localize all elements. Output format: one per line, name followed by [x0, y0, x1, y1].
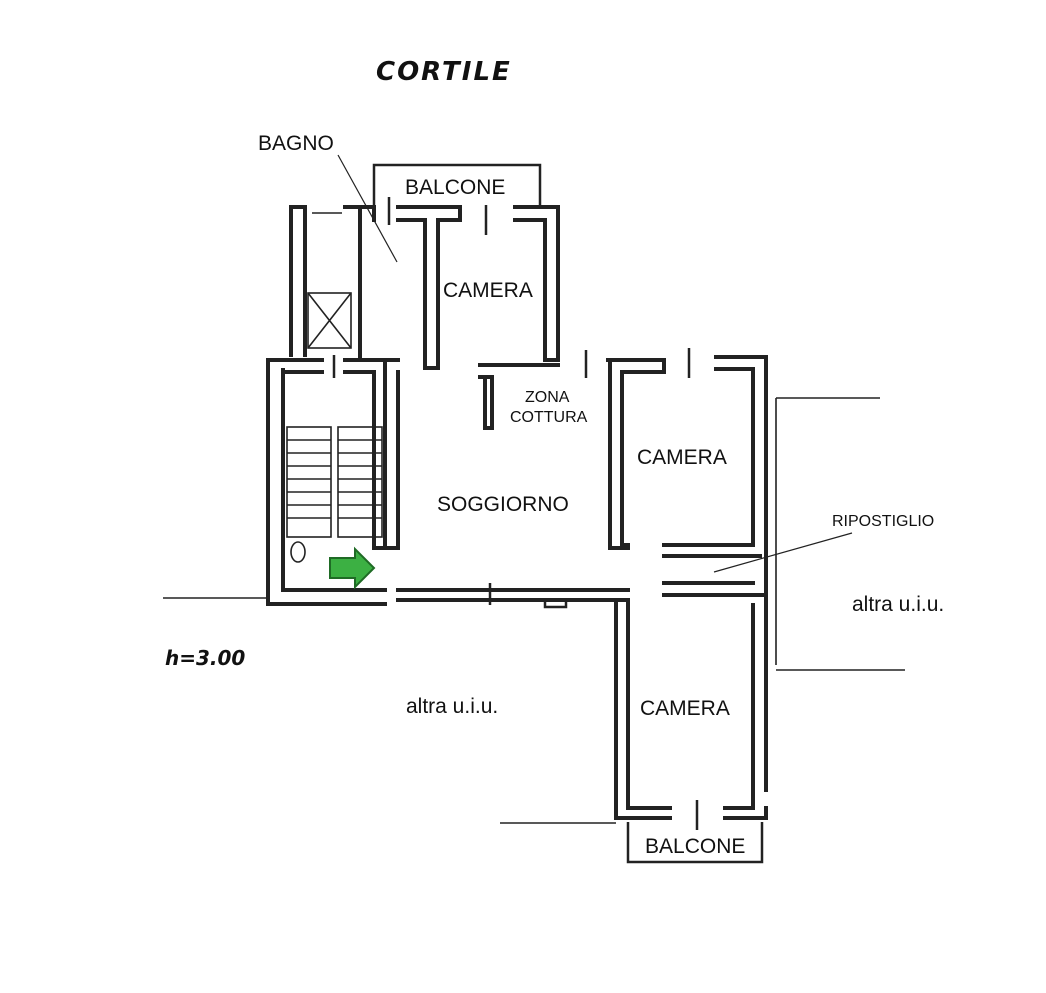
entrance-arrow-icon: [329, 546, 376, 590]
staircase-icon: [286, 355, 383, 563]
soggiorno-walls: [396, 583, 630, 609]
neighbour-boundaries: [163, 397, 905, 824]
neighbour-label-left: altra u.i.u.: [406, 695, 498, 718]
top-rooms-walls: [358, 197, 560, 430]
room-label-ripostiglio: RIPOSTIGLIO: [832, 513, 934, 530]
room-label-camera-top: CAMERA: [443, 279, 533, 302]
room-label-soggiorno: SOGGIORNO: [437, 493, 569, 516]
balcony-bottom: [626, 822, 764, 864]
ripostiglio-leader-line: [713, 532, 853, 573]
balcony-top: [372, 163, 542, 205]
ceiling-height-label: h=3.00: [165, 646, 245, 670]
room-label-camera-right: CAMERA: [637, 446, 727, 469]
neighbour-label-right: altra u.i.u.: [852, 593, 944, 616]
right-rooms-walls: [662, 348, 768, 810]
room-label-bagno: BAGNO: [258, 132, 334, 155]
room-label-balcone-top: BALCONE: [405, 176, 505, 199]
elevator-shaft-icon: [307, 212, 352, 349]
bottom-room-walls: [614, 598, 768, 830]
room-label-zona: ZONA: [525, 389, 570, 406]
zona-cottura-walls: [584, 350, 666, 550]
courtyard-label: CORTILE: [376, 57, 512, 87]
bagno-leader-line: [337, 154, 398, 263]
room-label-camera-bottom: CAMERA: [640, 697, 730, 720]
stairwell: [266, 205, 400, 606]
room-label-cottura: COTTURA: [510, 409, 588, 426]
room-label-balcone-bottom: BALCONE: [645, 835, 745, 858]
